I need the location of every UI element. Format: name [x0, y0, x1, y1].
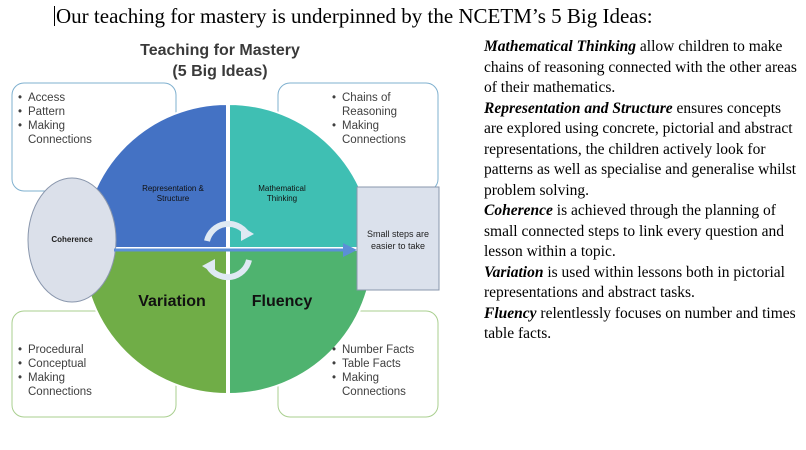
- definition: ensures concepts are explored using conc…: [484, 99, 797, 199]
- cycle-arrow-bottom-head: [202, 259, 215, 274]
- list-item: Number Facts: [332, 343, 432, 357]
- paragraph-representation: Representation and Structure ensures con…: [484, 99, 802, 202]
- quad-label-mathematical-thinking: Mathematical Thinking: [258, 184, 306, 203]
- heading-text: Our teaching for mastery is underpinned …: [56, 4, 653, 28]
- definition: allow children to make chains of reasoni…: [484, 38, 797, 96]
- list-item: Access: [18, 91, 168, 105]
- list-item: Conceptual: [18, 357, 168, 371]
- bottom-right-list: Number Facts Table Facts Making Connecti…: [332, 343, 432, 399]
- explanation-text: Mathematical Thinking allow children to …: [484, 37, 802, 345]
- quad-label-representation: Representation & Structure: [142, 184, 204, 203]
- list-item: Making Connections: [18, 371, 100, 399]
- top-right-list: Chains of Reasoning Making Connections: [332, 91, 424, 147]
- coherence-ellipse: [27, 177, 117, 303]
- page-heading: Our teaching for mastery is underpinned …: [54, 4, 653, 29]
- coherence-arrow-head: [343, 243, 357, 257]
- cycle-arrow-top-head: [241, 226, 254, 241]
- list-item: Making Connections: [332, 371, 414, 399]
- definition: is achieved through the planning of smal…: [484, 202, 785, 260]
- paragraph-coherence: Coherence is achieved through the planni…: [484, 201, 802, 263]
- list-item: Making Connections: [332, 119, 414, 147]
- list-item: Making Connections: [18, 119, 100, 147]
- term: Fluency: [484, 304, 537, 322]
- paragraph-mathematical-thinking: Mathematical Thinking allow children to …: [484, 37, 802, 99]
- list-item: Pattern: [18, 105, 168, 119]
- diagram-title: Teaching for Mastery (5 Big Ideas): [120, 40, 320, 82]
- bottom-left-list: Procedural Conceptual Making Connections: [18, 343, 168, 399]
- coherence-label: Coherence: [51, 235, 93, 244]
- mastery-diagram: Teaching for Mastery (5 Big Ideas) Acces…: [0, 38, 450, 448]
- diagram-graphic: [11, 82, 440, 418]
- list-item: Table Facts: [332, 357, 432, 371]
- definition: is used within lessons both in pictorial…: [484, 263, 785, 302]
- term: Coherence: [484, 202, 553, 219]
- quad-label-variation: Variation: [138, 293, 206, 310]
- definition: relentlessly focuses on number and times…: [484, 304, 796, 343]
- list-item: Procedural: [18, 343, 168, 357]
- small-steps-box: [356, 186, 440, 291]
- top-left-list: Access Pattern Making Connections: [18, 91, 168, 147]
- paragraph-fluency: Fluency relentlessly focuses on number a…: [484, 304, 802, 345]
- quad-label-fluency: Fluency: [251, 293, 313, 310]
- diagram-title-line2: (5 Big Ideas): [172, 63, 268, 80]
- diagram-title-line1: Teaching for Mastery: [140, 42, 300, 59]
- paragraph-variation: Variation is used within lessons both in…: [484, 263, 802, 304]
- term: Variation: [484, 263, 544, 281]
- term: Representation and Structure: [484, 99, 673, 117]
- text-cursor: [54, 6, 55, 26]
- term: Mathematical Thinking: [484, 38, 637, 55]
- small-steps-label: Small steps are easier to take: [366, 229, 430, 251]
- list-item: Chains of Reasoning: [332, 91, 404, 119]
